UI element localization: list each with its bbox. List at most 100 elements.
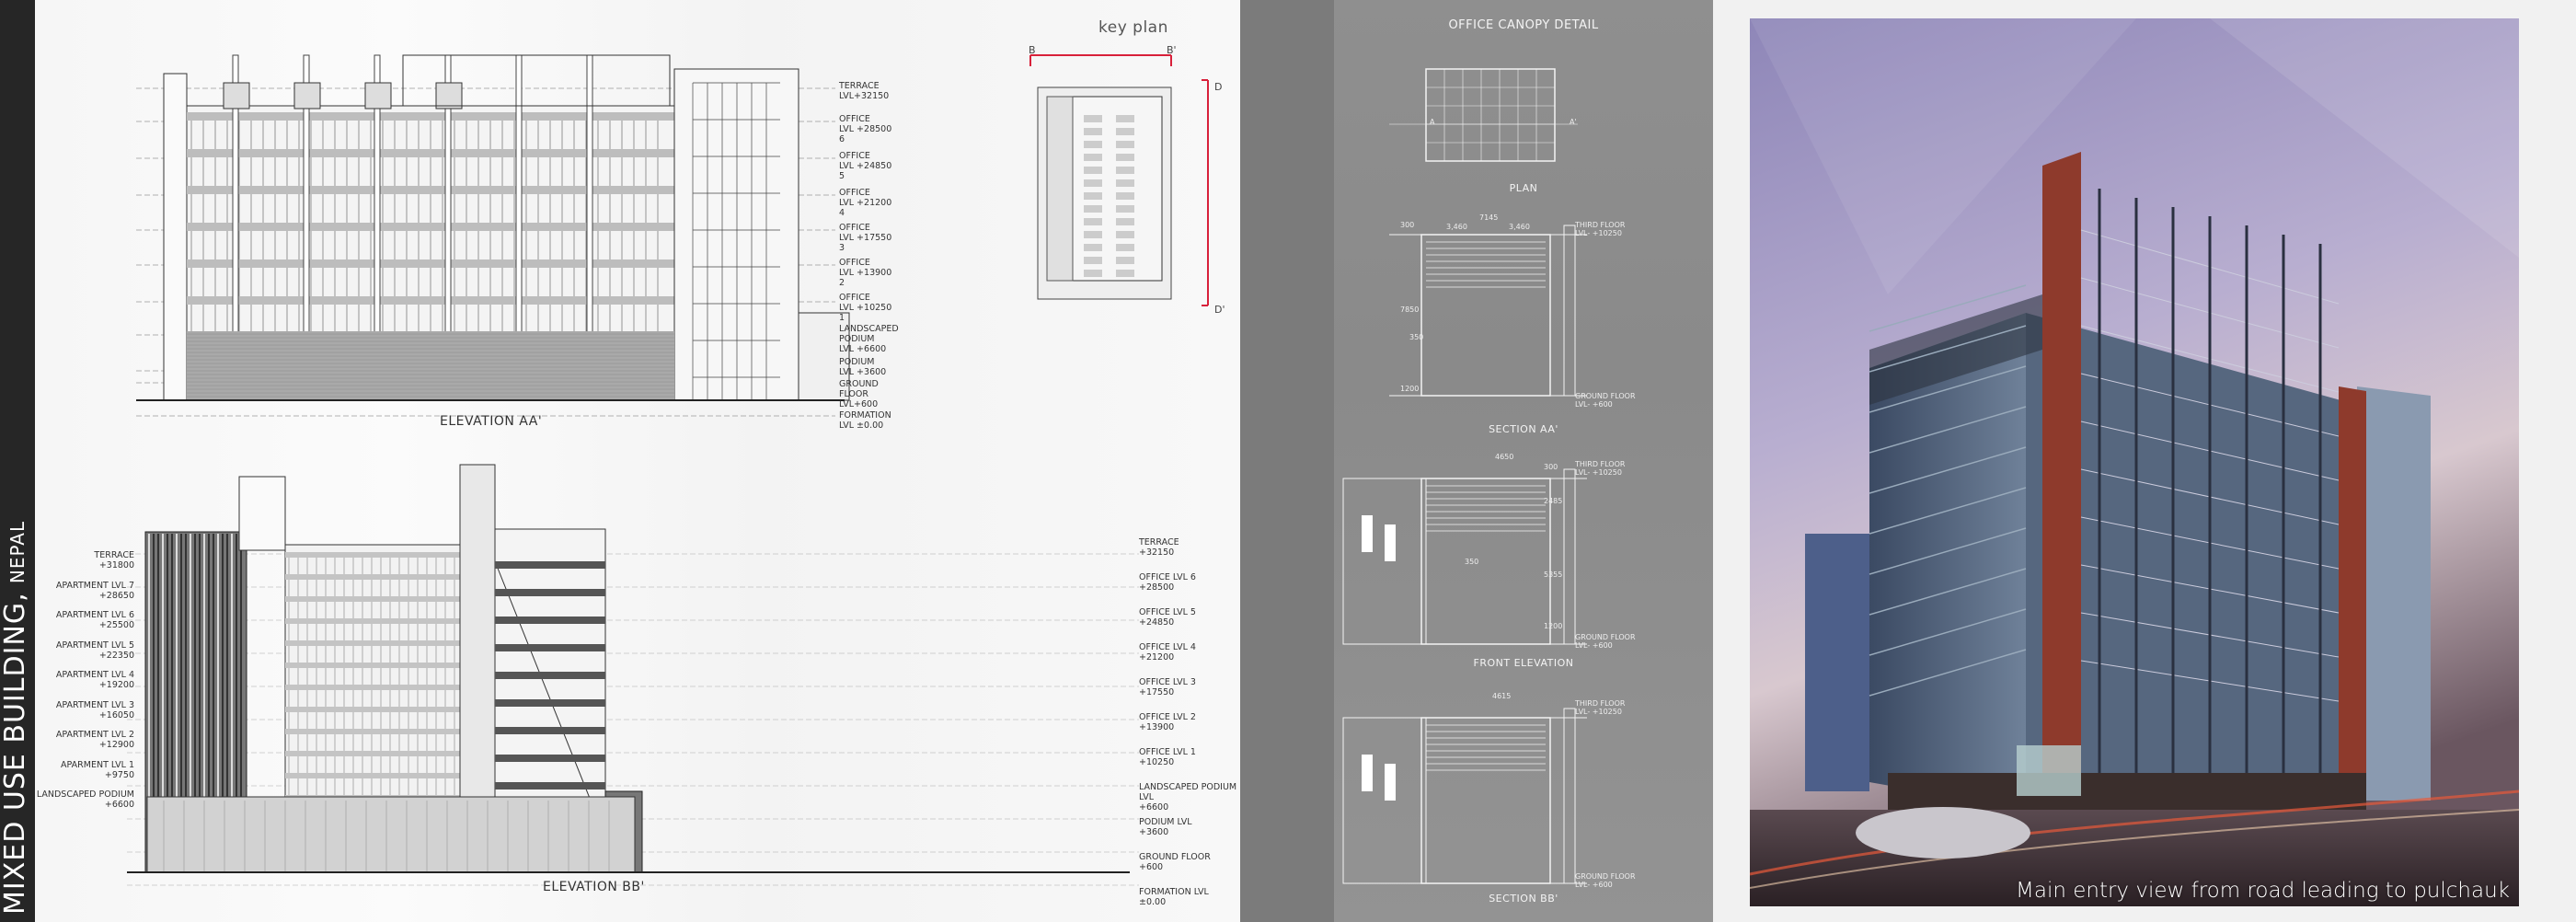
parking-bay	[1084, 115, 1102, 122]
level-label: LANDSCAPED PODIUM LVL +6600	[1139, 782, 1237, 813]
fe-dim-top: 300	[1544, 463, 1558, 471]
level-label: OFFICE LVL 6 +28500	[1139, 572, 1196, 593]
podium	[146, 796, 636, 873]
canopy-detail-panel: OFFICE CANOPY DETAIL PLAN SECTION AA' FR…	[1334, 0, 1713, 922]
sbb-dim-width: 4615	[1492, 692, 1512, 700]
level-label: OFFICE LVL 3 +17550	[1139, 677, 1196, 697]
level-label: APARTMENT LVL 5 +22350	[55, 640, 134, 661]
signage-panel	[1362, 755, 1373, 791]
floor-band	[285, 618, 561, 624]
floor-band	[187, 186, 674, 194]
level-label: PODIUM LVL +3600	[1139, 817, 1192, 837]
wall	[1563, 708, 1576, 884]
light-trail	[1750, 809, 2519, 889]
floor-band	[187, 149, 674, 157]
floor-band	[187, 296, 674, 305]
section-marker: D'	[1214, 304, 1225, 316]
canopy-plan	[1425, 68, 1556, 162]
section-aa	[1420, 234, 1551, 397]
roof-screen	[435, 82, 463, 109]
section-bb	[1420, 717, 1551, 884]
floor-band	[285, 663, 561, 668]
roof-screen	[364, 82, 392, 109]
section-marker: B	[1029, 44, 1036, 56]
podium-base	[187, 331, 674, 400]
entry-canopy	[2017, 745, 2081, 796]
ground-floor-label: GROUND FLOOR LVL- +600	[1575, 392, 1636, 409]
floor-band	[285, 751, 561, 756]
parking-bay	[1116, 218, 1134, 225]
signage-frame	[1342, 717, 1427, 884]
parking-bay	[1116, 244, 1134, 251]
parking-bay	[1084, 154, 1102, 161]
roof-screen	[293, 82, 321, 109]
render-floors	[1869, 189, 2340, 773]
level-label: OFFICE LVL +21200 4	[839, 188, 892, 218]
floor-slab	[1869, 608, 2027, 656]
level-label: OFFICE LVL 4 +21200	[1139, 642, 1196, 663]
side-tower	[2357, 386, 2431, 801]
office-band	[495, 782, 605, 789]
board-title-main: MIXED USE BUILDING,	[0, 592, 31, 915]
parking-bay	[1084, 167, 1102, 174]
level-label: OFFICE LVL 1 +10250	[1139, 747, 1196, 767]
dim-post: 350	[1409, 333, 1424, 341]
dim-sub-right: 3,460	[1509, 223, 1530, 231]
office-band	[495, 672, 605, 679]
parking-bay	[1084, 192, 1102, 200]
signage-panel	[1385, 764, 1396, 801]
elevation-bb-title: ELEVATION BB'	[543, 880, 645, 894]
parking-bay	[1116, 192, 1134, 200]
core	[1046, 96, 1074, 282]
render-image	[1750, 18, 2519, 906]
front-elevation-title: FRONT ELEVATION	[1473, 657, 1574, 669]
parking-bay	[1084, 205, 1102, 213]
level-label: APARTMENT LVL 3 +16050	[55, 699, 134, 720]
parking-bay	[1084, 179, 1102, 187]
parking-bay	[1116, 141, 1134, 148]
dim-base: 1200	[1400, 385, 1420, 393]
fe-ground-floor-label: GROUND FLOOR LVL- +600	[1575, 633, 1636, 650]
floor-slab	[1869, 487, 2027, 535]
floor-band	[285, 773, 561, 778]
level-label: TERRACE +32150	[1139, 537, 1179, 558]
background-building	[1805, 534, 1869, 791]
parking-bay	[1084, 218, 1102, 225]
parking-bay	[1116, 115, 1134, 122]
floor-band	[285, 574, 561, 580]
level-label: OFFICE LVL +17550 3	[839, 223, 892, 253]
level-label: FORMATION LVL ±0.00	[1139, 887, 1209, 907]
main-facade	[2026, 313, 2357, 810]
level-label: TERRACE +31800	[94, 550, 134, 570]
fe-third-floor-label: THIRD FLOOR LVL- +10250	[1575, 460, 1626, 477]
level-label: OFFICE LVL +10250 1	[839, 293, 892, 323]
elevation-bb-drawing	[127, 464, 1139, 886]
plan-marker-a-prime: A'	[1570, 118, 1577, 126]
level-label: OFFICE LVL +13900 2	[839, 258, 892, 288]
brick-corner	[2042, 152, 2081, 810]
office-band	[495, 755, 605, 762]
office-band	[495, 727, 605, 734]
wall	[1563, 225, 1576, 397]
level-label: APARTMENT LVL 7 +28650	[55, 580, 134, 601]
sky-facet	[2210, 18, 2519, 258]
sbb-ground-floor-label: GROUND FLOOR LVL- +600	[1575, 872, 1636, 889]
floor-band	[187, 112, 674, 121]
canopy-detail-drawings	[1342, 68, 1587, 884]
level-label: OFFICE LVL 5 +24850	[1139, 607, 1196, 628]
key-plan-title: key plan	[1098, 18, 1168, 37]
third-floor-label: THIRD FLOOR LVL- +10250	[1575, 221, 1626, 237]
floor-band	[285, 596, 561, 602]
level-label: APARTMENT LVL 2 +12900	[55, 730, 134, 750]
level-label: TERRACE LVL+32150	[839, 81, 890, 101]
signage-panel	[1362, 515, 1373, 552]
level-label: OFFICE LVL +28500 6	[839, 114, 892, 144]
dim-width: 7145	[1479, 213, 1499, 222]
floor-band	[285, 640, 561, 646]
office-band	[495, 617, 605, 624]
level-label: OFFICE LVL 2 +13900	[1139, 712, 1196, 732]
roof-frame	[1869, 294, 2042, 405]
floor-band	[285, 552, 561, 558]
stair-tower	[238, 476, 286, 551]
